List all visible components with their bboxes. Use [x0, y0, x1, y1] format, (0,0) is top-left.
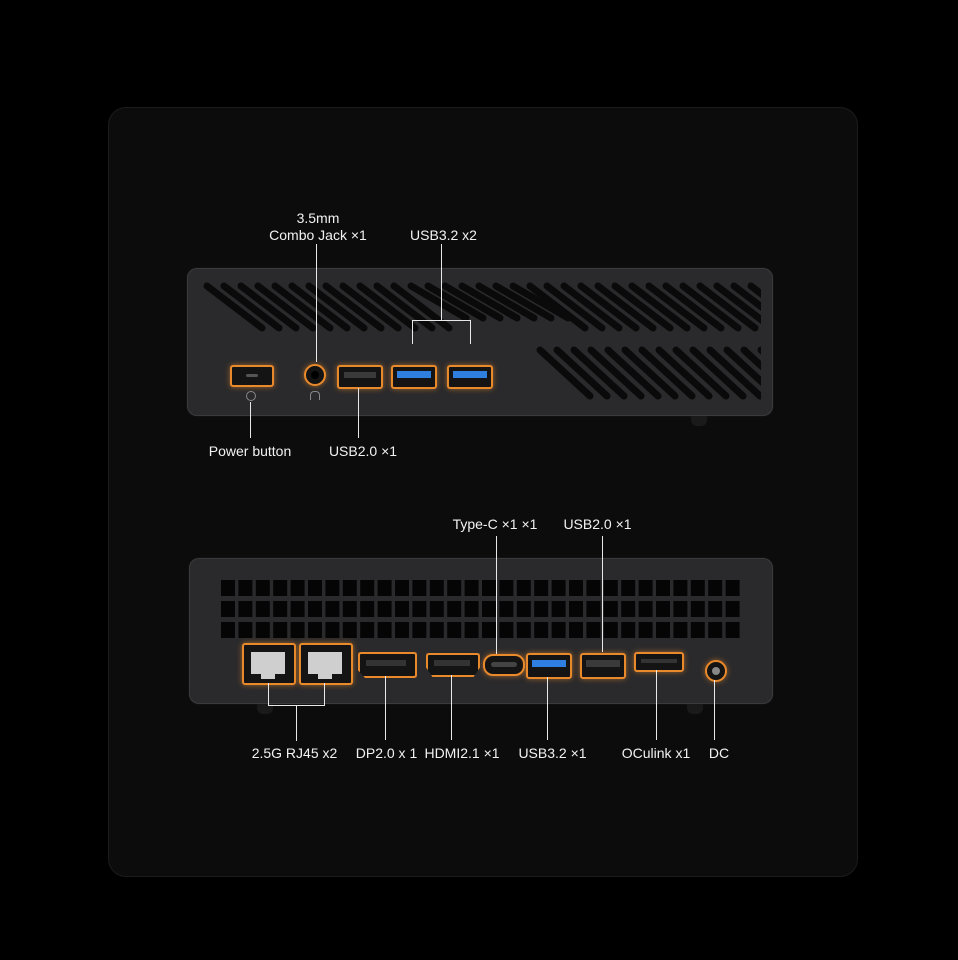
- callout-line-usb20-rear: [602, 536, 603, 652]
- headphone-icon: [310, 391, 320, 400]
- callout-line-usb32-rear: [547, 677, 548, 740]
- usb32-port-front-1: [391, 365, 437, 389]
- dc-jack: [705, 660, 727, 682]
- label-power-button: Power button: [208, 443, 292, 459]
- callout-line-dc: [714, 680, 715, 740]
- label-dp: DP2.0 x 1: [355, 745, 418, 761]
- label-usb32-rear: USB3.2 ×1: [518, 745, 587, 761]
- usb20-port-front: [337, 365, 383, 389]
- label-type-c: Type-C ×1 ×1: [452, 516, 538, 532]
- label-dc: DC: [708, 745, 730, 761]
- oculink-port: [634, 652, 684, 672]
- label-rj45: 2.5G RJ45 x2: [251, 745, 338, 761]
- callout-line-type-c: [496, 536, 497, 654]
- callout-line-usb20: [358, 388, 359, 438]
- displayport: [358, 652, 417, 678]
- background-panel: [108, 107, 858, 877]
- label-oculink: OCulink x1: [621, 745, 691, 761]
- callout-line-usb32-stem: [441, 244, 442, 320]
- callout-line-power: [250, 402, 251, 438]
- vent-grid-rear: [221, 580, 740, 638]
- label-hdmi: HDMI2.1 ×1: [424, 745, 500, 761]
- callout-line-rj45-right: [324, 683, 325, 705]
- combo-audio-jack: [304, 364, 326, 386]
- type-c-port: [483, 654, 525, 676]
- usb20-port-rear: [580, 653, 626, 679]
- callout-line-oculink: [656, 670, 657, 740]
- callout-line-usb32-left: [412, 320, 413, 344]
- device-foot: [687, 704, 703, 714]
- vent-grille-front: [203, 282, 761, 400]
- callout-line-dp: [385, 676, 386, 740]
- callout-line-rj45-left: [268, 683, 269, 705]
- usb32-port-rear: [526, 653, 572, 679]
- label-combo-jack-line2: Combo Jack ×1: [269, 227, 367, 243]
- callout-line-usb32-bar: [412, 320, 471, 321]
- rj45-port-1: [242, 643, 296, 685]
- label-usb32-front: USB3.2 x2: [410, 227, 477, 243]
- callout-line-usb32-right: [470, 320, 471, 344]
- device-foot: [691, 416, 707, 426]
- label-combo-jack-line1: 3.5mm: [296, 210, 340, 226]
- callout-line-rj45-stem: [296, 705, 297, 741]
- label-usb20-rear: USB2.0 ×1: [563, 516, 632, 532]
- usb32-port-front-2: [447, 365, 493, 389]
- callout-line-hdmi: [451, 675, 452, 740]
- hdmi-port: [426, 653, 480, 677]
- power-icon: [246, 391, 256, 401]
- rj45-port-2: [299, 643, 353, 685]
- label-usb20-front: USB2.0 ×1: [328, 443, 398, 459]
- power-button: [230, 365, 274, 387]
- mini-pc-front: [187, 268, 773, 426]
- device-foot: [257, 704, 273, 714]
- callout-line-combo-jack: [316, 244, 317, 362]
